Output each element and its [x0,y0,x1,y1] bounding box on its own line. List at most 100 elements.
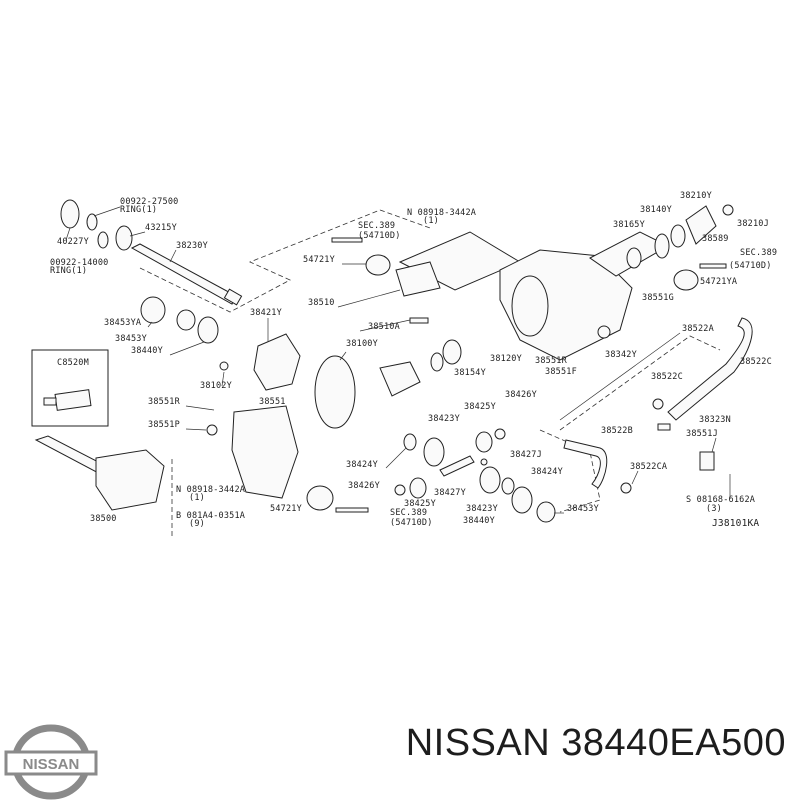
leader-38522ca [631,470,639,485]
part-label-38522c: 38522C [740,357,772,367]
leader-38510 [337,289,401,308]
bearing-38120y [442,339,462,365]
bearing-38440y-left [197,316,219,344]
part-label-sec-389: SEC.389 [358,221,396,231]
spacer-38154y [430,352,444,372]
leader-lines [65,206,731,514]
part-label-38551r: 38551R [148,397,180,407]
cover-38551 [231,405,299,499]
part-label-9: (9) [189,519,205,529]
bracket-38510 [395,261,441,297]
part-label-j38101ka: J38101KA [712,518,760,529]
part-label-s-08168-6162a: S 08168-6162A [686,495,756,505]
part-label-c8520m: C8520M [57,358,89,368]
leader-38424y-left [385,447,407,469]
part-label-1: (1) [189,493,205,503]
washer-38424y-left [403,433,417,451]
bushing-54721y-lower [306,485,334,511]
part-number-title: NISSAN 38440EA500 [405,722,786,764]
part-label-38551g: 38551G [642,293,674,303]
part-label-38425y: 38425Y [404,499,436,509]
part-label-38500: 38500 [90,514,117,524]
part-label-38440y: 38440Y [131,346,163,356]
part-label-38510: 38510 [308,298,335,308]
gear-38425y-lower [409,477,427,499]
part-label-54710d: (54710D) [390,518,433,528]
leader-38440y-left [169,341,205,356]
frame-line-bottom-right [539,429,601,513]
part-label-00922-14000: 00922-14000 [50,258,109,268]
bolt-38102y [219,361,229,371]
seal-38140y [654,233,670,259]
bearing-38440y-right [511,486,533,514]
gear-38423y-upper [423,437,445,467]
bolt-sec389-right [699,263,727,269]
bolt-sec389-lower [335,507,369,513]
leader-40227y [65,227,71,241]
frame-line-upper-left [139,209,431,313]
ring-00922-27500 [86,213,98,231]
assembly-38500 [34,435,165,511]
part-label-38210j: 38210J [737,219,769,229]
assembly-carrier [95,449,165,511]
nissan-logo: NISSAN [4,724,98,800]
shaft-38427y [439,455,475,477]
fitting-38342y [597,325,611,339]
part-label-38425y: 38425Y [464,402,496,412]
part-label-38154y: 38154Y [454,368,486,378]
inset-frame [31,349,109,427]
part-label-38453ya: 38453YA [104,318,142,328]
part-label-n-08918-3442a: N 08918-3442A [176,485,246,495]
part-label-ring-1: RING(1) [50,266,88,276]
ring-gear-38100y [314,355,356,429]
part-label-sec-389: SEC.389 [740,248,778,258]
bearing-38589 [670,224,686,248]
part-label-38427y: 38427Y [434,488,466,498]
left-side-bearing-group [140,296,219,344]
part-label-38453y: 38453Y [115,334,147,344]
bearing-40227y [60,199,80,229]
shim-38453ya [140,296,166,324]
part-label-38551p: 38551P [148,420,180,430]
flange-38210y [685,205,717,245]
mount-bushing-54721y [365,254,391,276]
part-label-54710d: (54710D) [358,231,401,241]
part-label-54710d: (54710D) [729,261,772,271]
part-label-38165y: 38165Y [613,220,645,230]
part-label-38421y: 38421Y [250,308,282,318]
housing-flange [511,275,549,337]
diff-cover-group [206,405,369,513]
hose-38522b [563,439,608,489]
bolt-sec389-top [331,237,363,243]
gear-38425y-upper [475,431,493,453]
leader-38102y [221,371,225,387]
differential-gear-group [219,333,462,429]
clamp-38323n [657,423,671,431]
plug-38551p [206,424,218,436]
part-label-40227y: 40227Y [57,237,89,247]
case-38421y [253,333,301,391]
part-label-38426y: 38426Y [505,390,537,400]
leader-38551j [711,437,717,453]
part-label-38589: 38589 [702,234,729,244]
pinion-flange-group [626,204,734,269]
washer-38426y-lower [394,484,406,496]
part-label-38424y: 38424Y [531,467,563,477]
part-label-n-08918-3442a: N 08918-3442A [407,208,477,218]
part-label-38551f: 38551F [545,367,577,377]
leader-38100y [339,351,347,361]
part-label-38551: 38551 [259,397,286,407]
logo-text: NISSAN [23,756,80,773]
part-label-38230y: 38230Y [176,241,208,251]
side-gear-group [394,428,556,523]
leader-38551r [185,405,215,411]
leader-38522a [559,332,681,421]
logo-bar [4,750,98,776]
tube-nozzle [43,397,57,406]
pin-38427j [480,458,488,466]
part-label-38423y: 38423Y [466,504,498,514]
pinion-gear [379,361,421,397]
part-label-54721y: 54721Y [270,504,302,514]
leader-38453ya [147,321,153,328]
